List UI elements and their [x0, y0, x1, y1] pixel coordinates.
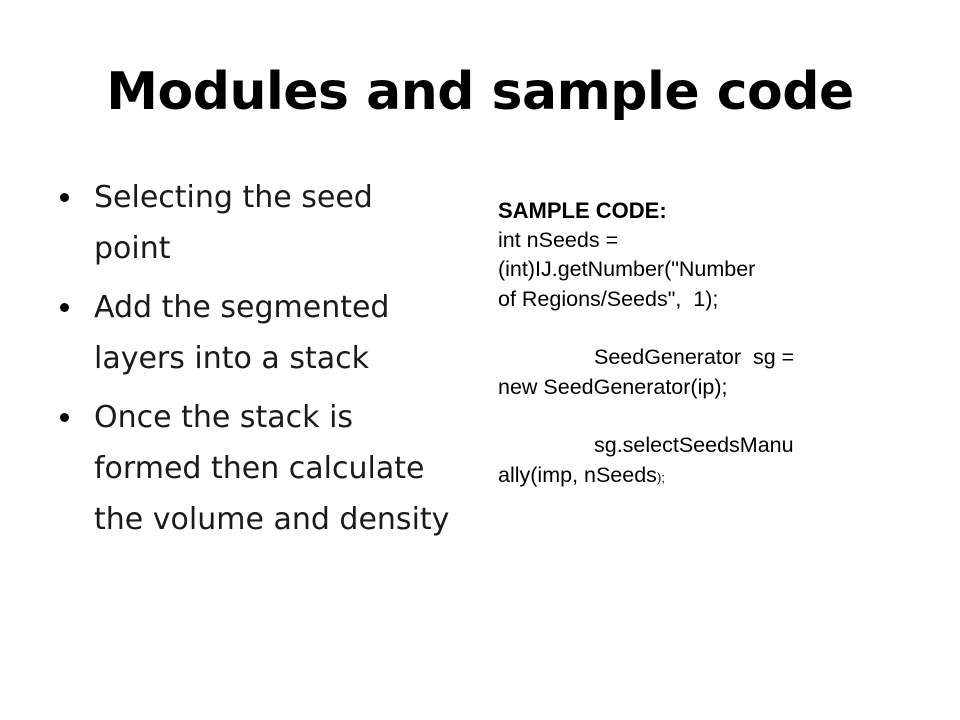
code-line: ally(imp, nSeeds);	[498, 461, 898, 493]
bullet-dot-icon	[60, 413, 69, 422]
code-line: of Regions/Seeds", 1);	[498, 286, 719, 311]
bullet-item: Once the stack is formed then calculate …	[56, 392, 456, 545]
bullet-text: Selecting the seed point	[94, 180, 373, 266]
code-line-text: ally(imp, nSeeds	[498, 462, 657, 487]
code-line-tail: );	[656, 469, 665, 485]
bullet-text: Add the segmented layers into a stack	[94, 290, 390, 376]
code-line: sg.selectSeedsManu	[498, 431, 898, 461]
bullet-text: Once the stack is formed then calculate …	[94, 400, 450, 537]
bullet-item: Selecting the seed point	[56, 172, 456, 274]
code-line: new SeedGenerator(ip);	[498, 374, 728, 399]
slide-title: Modules and sample code	[106, 62, 854, 122]
code-line: (int)IJ.getNumber("Number	[498, 257, 756, 281]
code-heading: SAMPLE CODE:	[498, 198, 667, 223]
bullet-dot-icon	[60, 303, 69, 312]
bullet-dot-icon	[60, 193, 69, 202]
sample-code-block: SAMPLE CODE: int nSeeds = (int)IJ.getNum…	[498, 196, 898, 492]
code-spacer	[498, 314, 898, 343]
bullet-item: Add the segmented layers into a stack	[56, 282, 456, 384]
code-line: int nSeeds =	[498, 227, 619, 252]
bullet-list: Selecting the seed point Add the segment…	[56, 172, 456, 553]
code-spacer	[498, 402, 898, 431]
code-line-text: SeedGenerator sg =	[594, 345, 795, 369]
code-line-text: sg.selectSeedsManu	[594, 433, 794, 457]
code-line: SeedGenerator sg =	[498, 343, 898, 373]
